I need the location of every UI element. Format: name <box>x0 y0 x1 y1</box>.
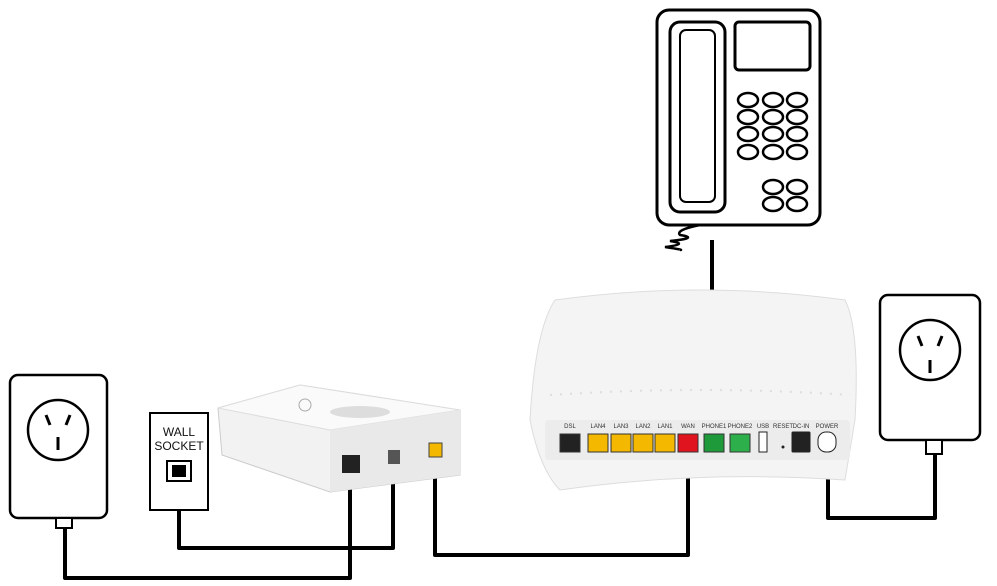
port-label: DSL <box>564 424 576 430</box>
usb-port <box>758 431 768 453</box>
port-label: PHONE2 <box>728 424 753 430</box>
keypad-key <box>736 143 760 161</box>
keypad-key <box>785 108 809 126</box>
port-label: DC-IN <box>793 424 810 430</box>
wan-port <box>677 433 699 453</box>
power-cord-left <box>63 462 352 580</box>
phone-line-cord <box>177 455 395 550</box>
ethernet-cord <box>433 445 690 557</box>
port-label: RESET <box>773 424 793 430</box>
keypad-key <box>761 178 785 196</box>
port-label: LAN3 <box>613 424 629 430</box>
telephone <box>655 8 822 252</box>
keypad-key <box>785 125 809 143</box>
wall-socket-label-line1: WALL <box>163 425 196 439</box>
port-label: PHONE1 <box>702 424 727 430</box>
keypad-key <box>785 91 809 109</box>
keypad-key <box>785 195 809 213</box>
dc-in-port <box>791 431 811 453</box>
power-port <box>342 455 360 473</box>
keypad-key <box>736 108 760 126</box>
port-label: LAN2 <box>635 424 651 430</box>
keypad-key <box>736 91 760 109</box>
keypad-key <box>785 178 809 196</box>
port-label: POWER <box>816 424 839 430</box>
keypad-key <box>761 91 785 109</box>
power-outlet-left <box>8 373 109 529</box>
dsl-port <box>559 433 581 453</box>
nbn-connection-box <box>217 384 461 493</box>
wall-socket-label-line2: SOCKET <box>154 439 204 453</box>
port-label: WAN <box>681 424 695 430</box>
power-port <box>817 431 837 453</box>
port-label: LAN4 <box>590 424 606 430</box>
wall-socket: WALL SOCKET <box>149 412 209 511</box>
lan1-port <box>654 433 676 453</box>
keypad-key <box>785 143 809 161</box>
keypad-key <box>761 125 785 143</box>
keypad-key <box>761 195 785 213</box>
ethernet-port <box>428 442 443 458</box>
lan3-port <box>610 433 632 453</box>
port-label: USB <box>757 424 769 430</box>
port-label: LAN1 <box>657 424 673 430</box>
power-outlet-right <box>878 293 982 455</box>
keypad-key <box>761 143 785 161</box>
power-cord-right <box>826 442 937 520</box>
lan2-port <box>632 433 654 453</box>
phone1-port <box>703 433 725 453</box>
keypad-key <box>736 125 760 143</box>
phone2-port <box>729 433 751 453</box>
lan4-port <box>587 433 609 453</box>
keypad-key <box>761 108 785 126</box>
phone-port <box>388 450 400 464</box>
reset-port <box>781 445 785 449</box>
